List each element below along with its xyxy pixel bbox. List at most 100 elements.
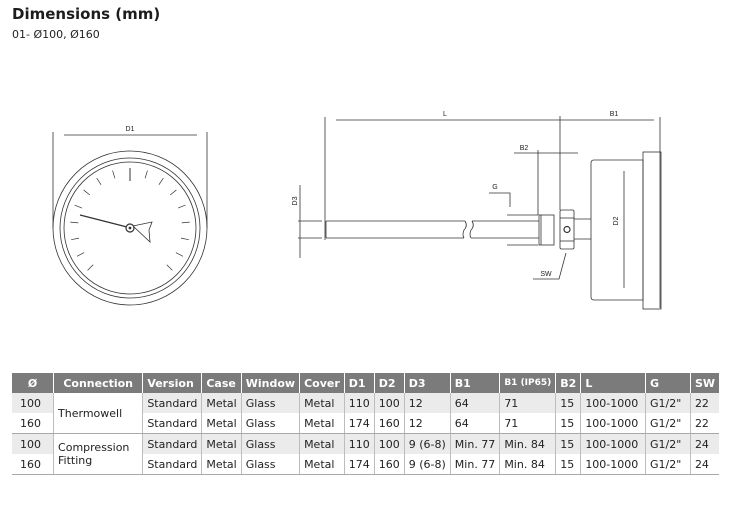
label-b1: B1 xyxy=(610,111,619,118)
g-leader xyxy=(489,192,511,207)
dial-tick xyxy=(177,204,186,209)
cell-version: Standard xyxy=(142,454,202,475)
col-header-cover: Cover xyxy=(299,373,345,393)
col-header-connection: Connection xyxy=(53,373,143,393)
cell-b1-ip65: 71 xyxy=(499,393,556,413)
col-header-d1: D1 xyxy=(343,373,375,393)
table-row: 100 Thermowell Standard Metal Glass Meta… xyxy=(12,393,719,434)
cell-l: 100-1000 xyxy=(580,433,646,454)
cell-b1: 64 xyxy=(449,413,500,434)
col-header-b2: B2 xyxy=(555,373,581,393)
dial-tick xyxy=(144,170,148,179)
gauge-needle-tail xyxy=(132,221,153,244)
cell-g: G1/2" xyxy=(644,413,691,434)
cell-case: Metal xyxy=(201,433,242,454)
gauge-bezel-ring xyxy=(59,157,201,299)
cell-diameter: 160 xyxy=(12,413,54,434)
stem-right xyxy=(471,220,539,239)
dial-tick xyxy=(158,177,164,185)
sw-leader xyxy=(533,252,567,280)
gauge-needle xyxy=(79,214,128,228)
cell-d2: 100 xyxy=(373,393,405,413)
col-header-d3: D3 xyxy=(403,373,451,393)
table-header-row: Ø Connection Version Case Window Cover D… xyxy=(12,373,719,393)
table-row: 100 Compression Fitting Standard Metal G… xyxy=(12,433,719,475)
table-row: 160 Standard Metal Glass Metal 174 160 1… xyxy=(12,413,719,434)
cell-sw: 24 xyxy=(689,433,719,454)
label-d1: D1 xyxy=(126,126,135,133)
cell-b2: 15 xyxy=(555,393,581,413)
cell-b1-ip65: Min. 84 xyxy=(499,433,556,454)
cell-window: Glass xyxy=(240,433,300,454)
cell-connection-line2: Fitting xyxy=(58,454,93,467)
dial-tick xyxy=(169,189,177,196)
dial-tick xyxy=(181,221,190,224)
cell-version: Standard xyxy=(142,433,202,454)
label-d3: D3 xyxy=(292,196,299,205)
cell-d1: 110 xyxy=(343,393,375,413)
cell-diameter: 100 xyxy=(12,433,54,454)
cell-b1-ip65: 71 xyxy=(499,413,556,434)
col-header-b1-ip65: B1 (IP65) xyxy=(499,373,556,393)
cell-d2: 100 xyxy=(373,433,405,454)
cell-l: 100-1000 xyxy=(580,454,646,475)
cell-d1: 110 xyxy=(343,433,375,454)
cell-d1: 174 xyxy=(343,454,375,475)
dial-tick xyxy=(87,264,94,271)
dial-tick xyxy=(70,221,79,224)
dial-tick xyxy=(83,189,91,196)
thread-fitting xyxy=(538,214,555,246)
cell-b1: Min. 77 xyxy=(449,433,500,454)
cell-connection-line1: Compression xyxy=(58,441,130,454)
cell-b2: 15 xyxy=(555,413,581,434)
cell-b2: 15 xyxy=(555,454,581,475)
cell-connection: Thermowell xyxy=(53,393,143,434)
page-subtitle: 01- Ø100, Ø160 xyxy=(12,28,100,41)
cell-d3: 12 xyxy=(403,393,451,413)
gauge-dial xyxy=(63,161,197,295)
dial-tick xyxy=(175,252,184,257)
cell-sw: 24 xyxy=(689,454,719,475)
dial-tick xyxy=(71,237,80,241)
front-view xyxy=(52,132,208,306)
col-header-l: L xyxy=(580,373,646,393)
dial-tick xyxy=(112,170,116,179)
cell-case: Metal xyxy=(201,454,242,475)
label-d2: D2 xyxy=(613,216,620,225)
hex-nut xyxy=(559,209,575,250)
label-g: G xyxy=(492,184,497,191)
cell-g: G1/2" xyxy=(644,454,691,475)
cell-connection: Compression Fitting xyxy=(53,433,143,475)
technical-drawing: D1 xyxy=(52,111,662,310)
gauge-case xyxy=(590,159,644,301)
cell-d2: 160 xyxy=(373,454,405,475)
cell-l: 100-1000 xyxy=(580,413,646,434)
cell-sw: 22 xyxy=(689,413,719,434)
dial-tick xyxy=(166,264,173,271)
cell-l: 100-1000 xyxy=(580,393,646,413)
dial-tick xyxy=(76,252,85,257)
cell-window: Glass xyxy=(240,413,300,434)
cell-sw: 22 xyxy=(689,393,719,413)
gauge-pivot-center xyxy=(128,226,132,230)
cell-version: Standard xyxy=(142,393,202,413)
cell-g: G1/2" xyxy=(644,433,691,454)
cell-window: Glass xyxy=(240,454,300,475)
gauge-bezel xyxy=(642,151,662,310)
label-l: L xyxy=(443,111,447,118)
cell-d3: 9 (6-8) xyxy=(403,433,451,454)
cell-diameter: 100 xyxy=(12,393,54,413)
table-row: 160 Standard Metal Glass Metal 174 160 9… xyxy=(12,454,719,475)
col-header-b1: B1 xyxy=(449,373,500,393)
cell-cover: Metal xyxy=(299,413,345,434)
cell-cover: Metal xyxy=(299,433,345,454)
cell-d3: 9 (6-8) xyxy=(403,454,451,475)
gauge-neck xyxy=(574,218,591,240)
col-header-diameter: Ø xyxy=(12,373,54,393)
col-header-version: Version xyxy=(142,373,202,393)
cell-cover: Metal xyxy=(299,393,345,413)
cell-b1-ip65: Min. 84 xyxy=(499,454,556,475)
col-header-window: Window xyxy=(240,373,300,393)
stem-break-right xyxy=(469,220,474,239)
side-view xyxy=(298,116,662,310)
